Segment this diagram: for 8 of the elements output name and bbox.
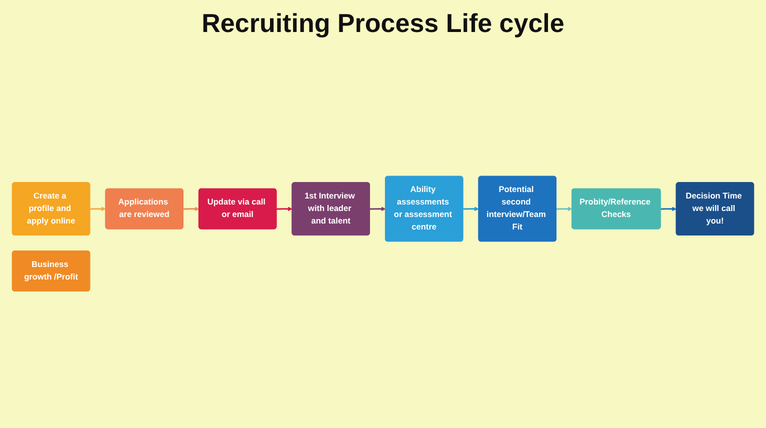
arrow xyxy=(556,206,572,212)
arrow xyxy=(370,206,386,212)
arrow xyxy=(660,206,677,212)
arrow xyxy=(276,206,292,212)
arrow xyxy=(183,206,200,212)
arrow xyxy=(463,206,479,212)
arrow xyxy=(90,206,106,212)
diagram-title: Recruiting Process Life cycle xyxy=(200,8,566,39)
